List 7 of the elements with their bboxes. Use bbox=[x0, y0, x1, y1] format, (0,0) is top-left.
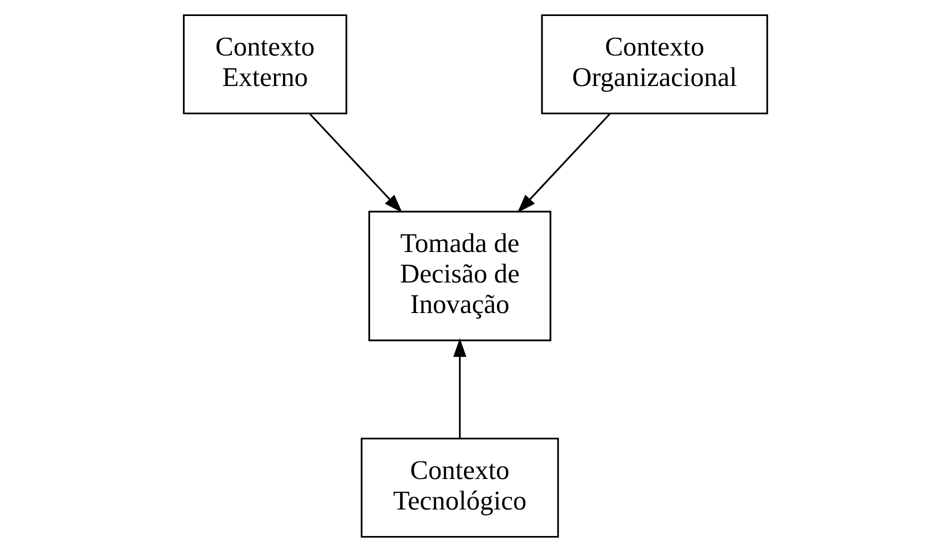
arrow bbox=[308, 113, 402, 213]
arrow bbox=[516, 113, 610, 213]
node-box: Contexto Tecnológico bbox=[360, 438, 558, 538]
node-box: Tomada de Decisão de Inovação bbox=[368, 210, 551, 342]
node-box: Contexto Externo bbox=[182, 14, 347, 114]
node-box: Contexto Organizacional bbox=[540, 14, 768, 114]
arrow bbox=[452, 338, 466, 438]
